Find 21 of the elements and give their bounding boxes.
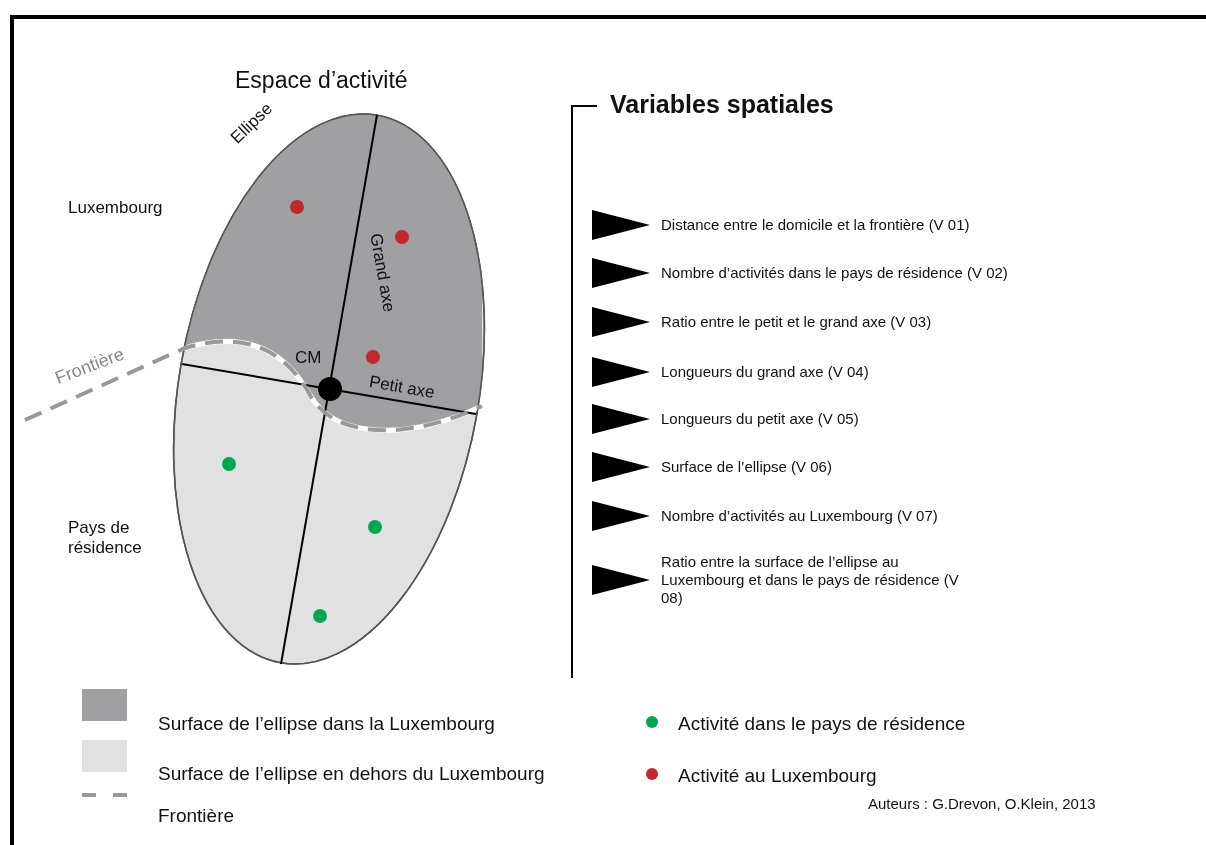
legend-text: Frontière bbox=[158, 805, 235, 828]
variable-item: Ratio entre le petit et le grand axe (V 03) bbox=[661, 313, 932, 331]
variable-item: Distance entre le domicile et la frontière (V 01) bbox=[661, 216, 970, 234]
region-label: Luxembourg bbox=[68, 198, 163, 219]
variable-item: Surface de l’ellipse (V 06) bbox=[661, 458, 832, 476]
axis-label: Grand axe bbox=[365, 232, 399, 314]
variable-item: Longueurs du grand axe (V 04) bbox=[661, 363, 869, 381]
variable-item: Ratio entre la surface de l’ellipse au Luxembourg et dans le pays de résidence (V 08) bbox=[661, 553, 960, 607]
diagram-title: Espace d’activité bbox=[235, 67, 408, 95]
variable-item: Longueurs du petit axe (V 05) bbox=[661, 410, 859, 428]
legend-text: Activité dans le pays de résidence bbox=[678, 713, 966, 736]
legend-text: Activité au Luxembourg bbox=[678, 765, 877, 788]
section-heading: Variables spatiales bbox=[610, 89, 834, 119]
centre-label: CM bbox=[295, 348, 322, 369]
legend-text: Surface de l’ellipse en dehors du Luxembourg bbox=[158, 763, 545, 786]
variable-item: Nombre d’activités au Luxembourg (V 07) bbox=[661, 507, 938, 525]
region-label: Pays de résidence bbox=[68, 518, 143, 559]
legend-text: Surface de l’ellipse dans la Luxembourg bbox=[158, 713, 495, 736]
variable-item: Nombre d’activités dans le pays de résidence (V 02) bbox=[661, 264, 1008, 282]
author-credit: Auteurs : G.Drevon, O.Klein, 2013 bbox=[868, 795, 1096, 813]
axis-label: Petit axe bbox=[367, 372, 437, 404]
